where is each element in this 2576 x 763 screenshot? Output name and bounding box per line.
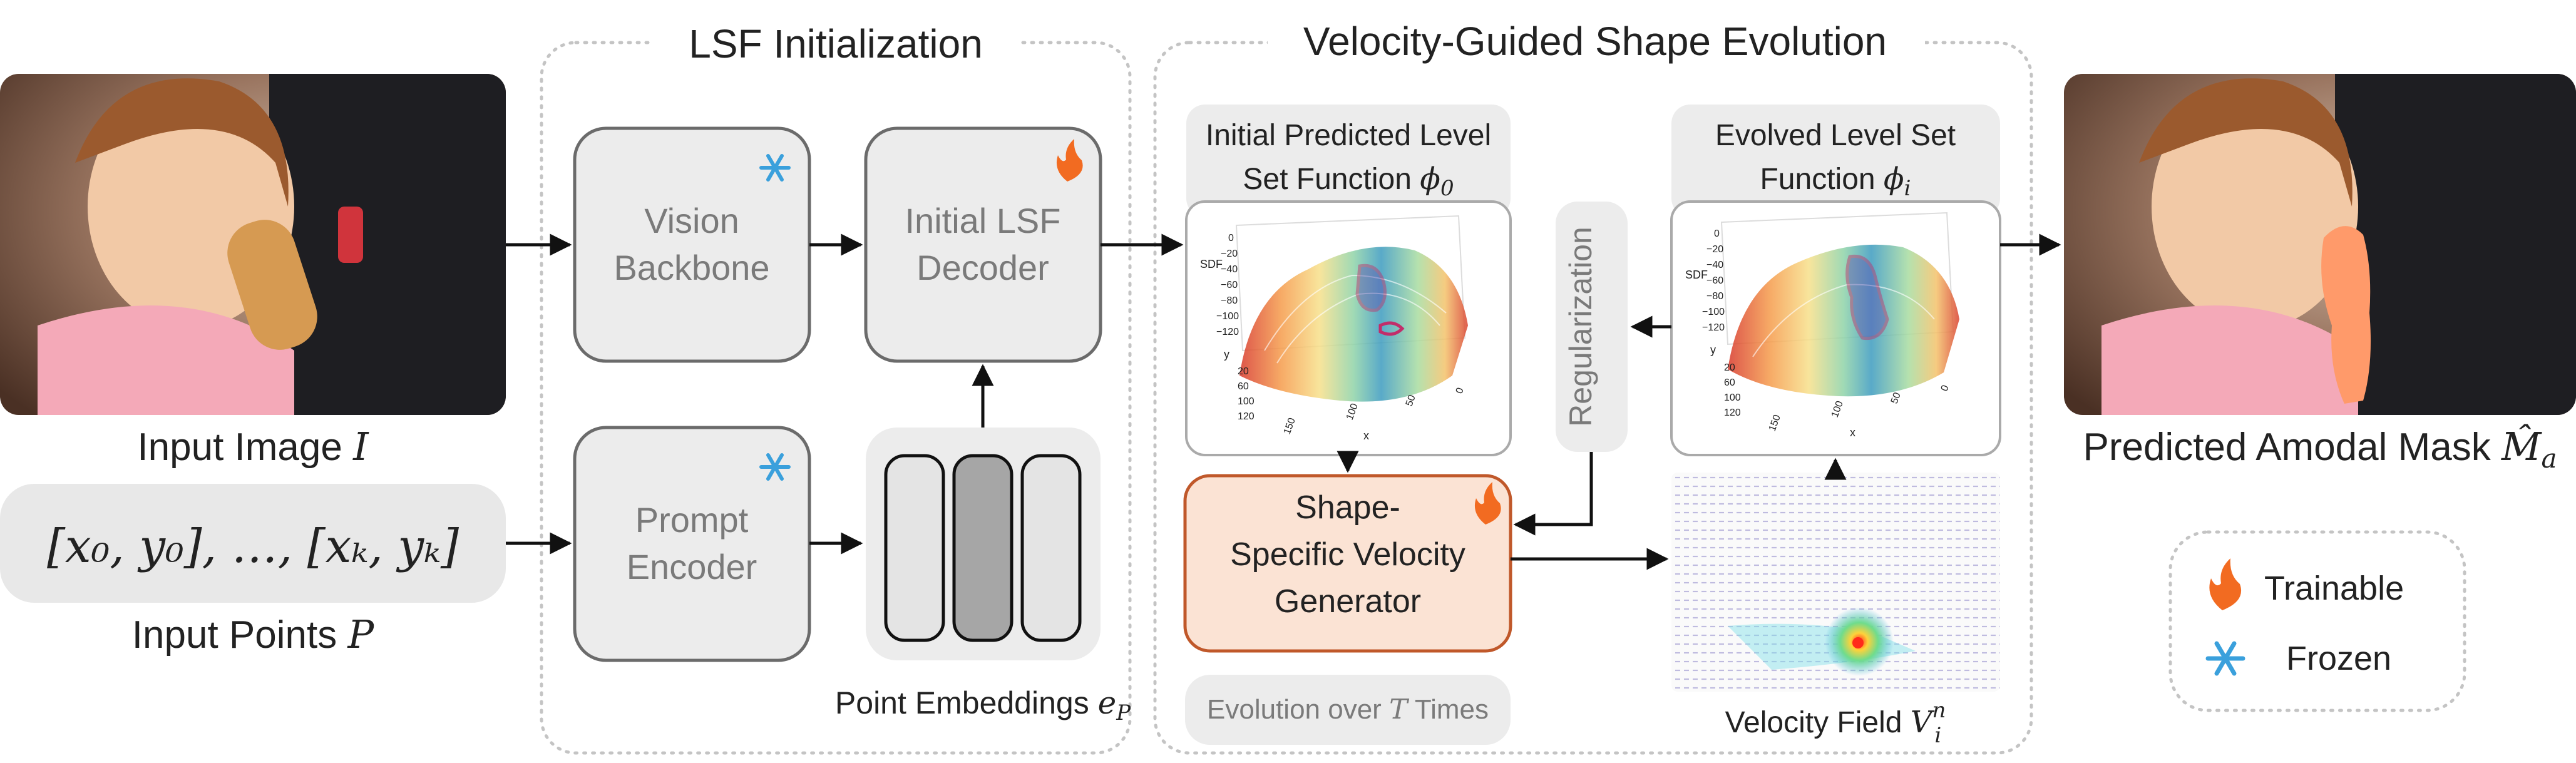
initial-lsf-plot: SDF 0 −20 −40 −60 −80 −100 −120 y 20 60 … (1185, 200, 1512, 456)
velocity-generator-line3: Generator (1275, 583, 1421, 620)
initial-ytick: 20 (1238, 366, 1249, 377)
evolved-tick: −60 (1706, 275, 1723, 286)
evolution-title: Velocity-Guided Shape Evolution (1303, 19, 1887, 64)
evolved-ytick: 20 (1724, 362, 1735, 373)
predicted-mask-image (2064, 74, 2576, 415)
frozen-snowflake-icon (759, 154, 791, 182)
initial-xlabel: x (1363, 429, 1369, 442)
prompt-encoder-block: Prompt Encoder (573, 426, 811, 662)
lsf-decoder-line1: Initial LSF (905, 201, 1061, 240)
evolved-ytick: 60 (1724, 377, 1735, 388)
evolved-zlabel: SDF (1685, 269, 1708, 281)
lsf-decoder-line2: Decoder (916, 248, 1049, 287)
trainable-fire-icon (1056, 139, 1083, 182)
velocity-field-plot (1671, 473, 2000, 692)
vision-backbone-line1: Vision (644, 201, 739, 240)
evolved-ytick: 120 (1724, 407, 1741, 418)
vision-backbone-line2: Backbone (613, 248, 769, 287)
evolution-note: Evolution over T Times (1207, 694, 1489, 725)
initial-ytick: 120 (1238, 411, 1255, 422)
lsf-init-section (540, 41, 1132, 755)
embedding-token (1020, 454, 1082, 642)
point-embeddings-label: Point Embeddings eP (835, 685, 1131, 725)
legend: Trainable Frozen (2168, 530, 2466, 712)
input-points-box (0, 484, 506, 603)
evolved-lsf-title-line2: Function ϕi (1760, 161, 1911, 201)
initial-ytick: 60 (1238, 381, 1249, 392)
evolved-lsf-title-line1: Evolved Level Set (1715, 119, 1956, 152)
initial-ylabel: y (1224, 348, 1229, 361)
input-points-formula: [x₀, y₀], …, [xₖ, yₖ] (47, 520, 459, 573)
evolved-tick: −80 (1706, 291, 1723, 302)
initial-ytick: 100 (1238, 396, 1255, 407)
input-points-label: Input Points P (132, 612, 375, 657)
initial-tick: −60 (1221, 280, 1238, 290)
evolved-ytick: 100 (1724, 392, 1741, 403)
trainable-fire-icon (2209, 558, 2242, 610)
evolved-lsf-plot: SDF 0 −20 −40 −60 −80 −100 −120 y 20 60 … (1670, 200, 2001, 456)
velocity-generator-block: Shape- Specific Velocity Generator (1183, 474, 1512, 653)
evolved-tick: −120 (1702, 322, 1725, 333)
initial-tick: −120 (1216, 327, 1239, 337)
initial-tick: −20 (1221, 248, 1238, 259)
initial-tick: −100 (1216, 311, 1239, 322)
prompt-encoder-line1: Prompt (635, 500, 749, 540)
initial-lsf-panel (1186, 105, 1511, 217)
trainable-fire-icon (1474, 482, 1501, 525)
initial-zlabel: SDF (1200, 258, 1223, 270)
legend-frozen: Frozen (2286, 640, 2391, 677)
evolved-ylabel: y (1710, 344, 1716, 356)
initial-xtick: 50 (1404, 394, 1418, 408)
frozen-snowflake-icon (2205, 641, 2245, 676)
initial-lsf-title-line2: Set Function ϕ0 (1243, 161, 1454, 201)
embedding-token (952, 454, 1013, 642)
lsf-init-title: LSF Initialization (689, 21, 983, 66)
evolved-tick: −100 (1702, 307, 1725, 317)
regularization-label: Regularization (1563, 227, 1598, 427)
evolved-tick: −20 (1706, 244, 1723, 255)
lsf-decoder-block: Initial LSF Decoder (864, 126, 1102, 363)
initial-tick: −80 (1221, 295, 1238, 306)
prompt-encoder-line2: Encoder (627, 547, 757, 586)
evolved-tick: −40 (1706, 260, 1723, 270)
frozen-snowflake-icon (759, 453, 791, 481)
regularization-block: Regularization (1556, 202, 1628, 452)
evolved-xtick: 50 (1889, 391, 1903, 406)
evolved-xlabel: x (1850, 426, 1855, 439)
embedding-token (884, 454, 945, 642)
arrows (506, 233, 2061, 570)
input-image (0, 74, 506, 415)
vision-backbone-block: Vision Backbone (573, 126, 811, 363)
velocity-generator-line2: Specific Velocity (1230, 536, 1465, 573)
amodal-mask (2321, 226, 2371, 404)
evolved-tick: 0 (1714, 228, 1720, 239)
evolution-note-box (1185, 675, 1511, 745)
initial-lsf-title-line1: Initial Predicted Level (1206, 119, 1491, 152)
legend-trainable: Trainable (2264, 570, 2404, 607)
initial-tick: 0 (1228, 233, 1234, 243)
predicted-mask-label: Predicted Amodal Mask M̂a (2083, 424, 2557, 474)
point-embeddings-block (866, 428, 1101, 660)
velocity-generator-line1: Shape- (1295, 489, 1400, 526)
input-image-label: Input Image I (137, 424, 369, 469)
initial-tick: −40 (1221, 264, 1238, 275)
evolved-lsf-panel (1671, 105, 2000, 217)
